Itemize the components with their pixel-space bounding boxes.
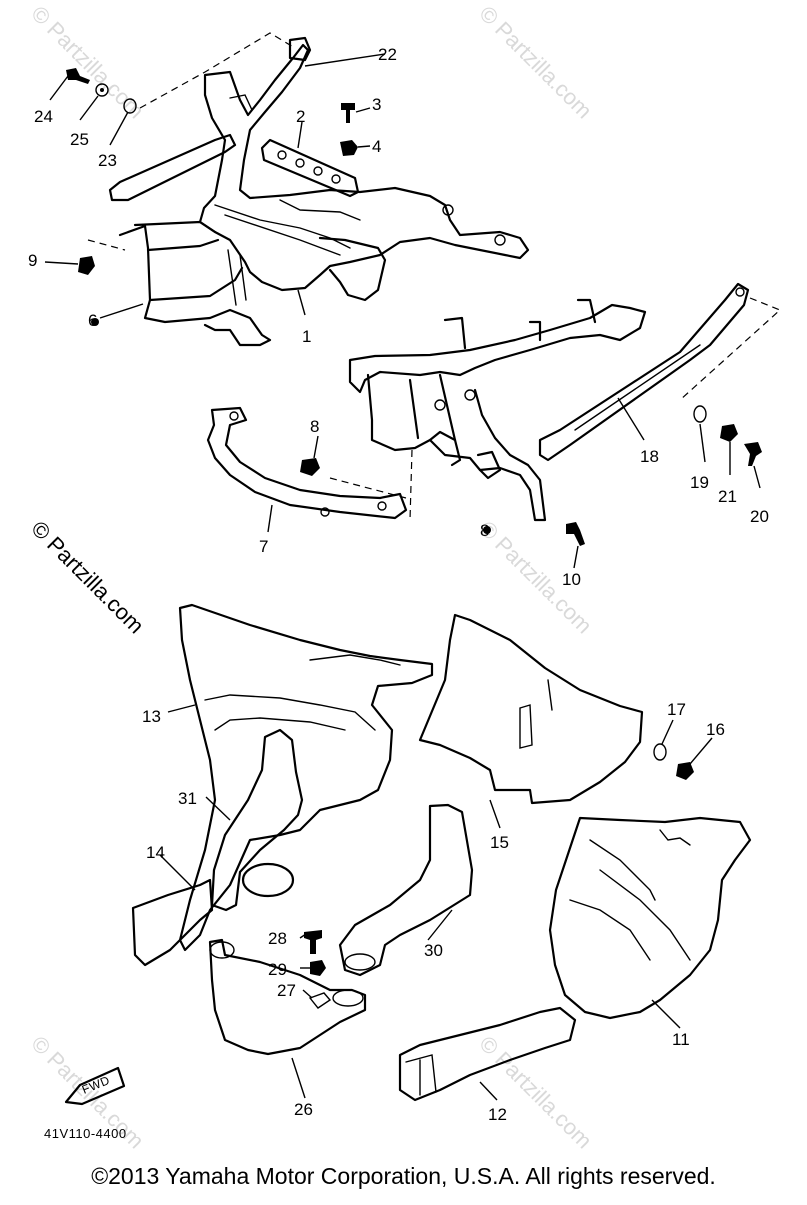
part-cover-11 — [548, 816, 752, 1020]
part-cover-13 — [178, 603, 434, 952]
callout-6: 6 — [88, 311, 97, 330]
callout-7: 7 — [259, 537, 268, 556]
callout-10: 10 — [562, 570, 581, 589]
part-duct-30 — [338, 803, 474, 977]
part-duct-31 — [210, 728, 304, 912]
callout-22: 22 — [378, 45, 397, 64]
callout-3: 3 — [372, 95, 381, 114]
callout-labels: 1 2 3 4 6 7 8 8 9 10 11 12 13 14 15 16 1… — [28, 45, 769, 1124]
callout-13: 13 — [142, 707, 161, 726]
part-duct-26 — [208, 938, 367, 1056]
callout-21: 21 — [718, 487, 737, 506]
callout-17: 17 — [667, 700, 686, 719]
callout-16: 16 — [706, 720, 725, 739]
callout-12: 12 — [488, 1105, 507, 1124]
callout-28: 28 — [268, 929, 287, 948]
callout-1: 1 — [302, 327, 311, 346]
watermark-top-center: © Partzilla.com — [474, 1, 597, 124]
watermark-top-left: © Partzilla.com — [26, 1, 149, 124]
hardware-mid — [300, 405, 762, 546]
callout-30: 30 — [424, 941, 443, 960]
hardware-panel — [653, 743, 694, 780]
diagram-code: 41V110-4400 — [44, 1126, 127, 1141]
callout-18: 18 — [640, 447, 659, 466]
callout-31: 31 — [178, 789, 197, 808]
part-funnel-14 — [131, 878, 214, 967]
leader-lines — [44, 32, 782, 1101]
callout-2: 2 — [296, 107, 305, 126]
callout-8-upper: 8 — [310, 417, 319, 436]
copyright-notice: ©2013 Yamaha Motor Corporation, U.S.A. A… — [91, 1163, 716, 1189]
watermark-bottom-center: © Partzilla.com — [474, 1031, 597, 1154]
callout-20: 20 — [750, 507, 769, 526]
callout-25: 25 — [70, 130, 89, 149]
watermark-left: © Partzilla.com — [26, 516, 149, 639]
callout-9: 9 — [28, 251, 37, 270]
part-frame-front — [118, 43, 530, 347]
callout-8-lower: 8 — [480, 521, 489, 540]
part-duct-12 — [398, 1006, 577, 1102]
hardware-lower — [304, 930, 332, 1009]
part-bracket-7 — [206, 406, 408, 520]
callout-4: 4 — [372, 137, 381, 156]
callout-23: 23 — [98, 151, 117, 170]
callout-11: 11 — [672, 1030, 690, 1049]
callout-14: 14 — [146, 843, 165, 862]
part-cover-15 — [418, 613, 644, 805]
part-plate-2 — [260, 138, 360, 198]
callout-15: 15 — [490, 833, 509, 852]
callout-26: 26 — [294, 1100, 313, 1119]
part-stay-18 — [538, 282, 750, 462]
callout-24: 24 — [34, 107, 53, 126]
part-stay-22 — [108, 36, 312, 202]
callout-29: 29 — [268, 960, 287, 979]
callout-19: 19 — [690, 473, 709, 492]
callout-27: 27 — [277, 981, 296, 1000]
part-frame-rear — [348, 298, 647, 522]
hardware-top — [66, 68, 358, 326]
